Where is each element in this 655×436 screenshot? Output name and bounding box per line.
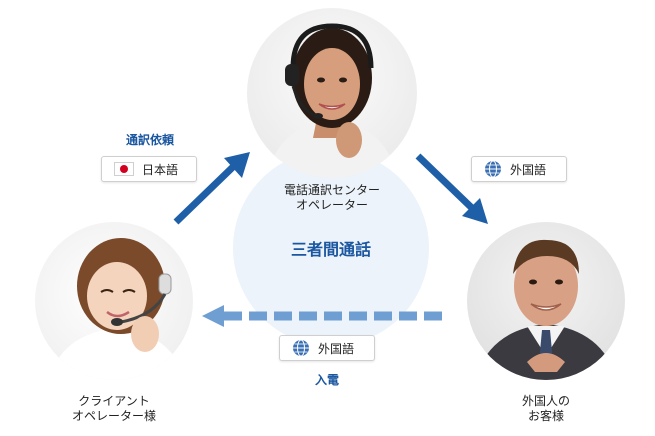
client-label-line2: オペレーター様 xyxy=(71,409,156,423)
japan-flag-icon xyxy=(114,162,134,176)
client-label-line1: クライアント xyxy=(78,394,150,408)
foreign-language-tag-top-label: 外国語 xyxy=(510,162,547,177)
operator-label: 電話通訳センター オペレーター xyxy=(257,183,407,213)
japanese-tag: 日本語 xyxy=(101,156,197,182)
client-operator-photo xyxy=(35,222,193,380)
globe-icon xyxy=(293,339,309,357)
foreign-customer-label-line2: お客様 xyxy=(527,409,564,423)
incoming-call-label: 入電 xyxy=(314,373,339,387)
interpretation-request-label: 通訳依頼 xyxy=(125,133,174,147)
foreign-customer-illustration xyxy=(475,239,617,380)
operator-illustration xyxy=(267,23,397,178)
foreign-customer-photo xyxy=(467,222,625,380)
japanese-tag-label: 日本語 xyxy=(142,162,179,177)
request-arrow xyxy=(173,152,250,225)
foreign-customer-label-line1: 外国人の xyxy=(521,394,570,408)
operator-label-line1: 電話通訳センター xyxy=(283,183,380,197)
relay-arrow xyxy=(415,153,488,224)
client-label: クライアント オペレーター様 xyxy=(39,394,189,424)
foreign-language-tag-bottom-label: 外国語 xyxy=(318,341,355,356)
operator-photo xyxy=(247,8,417,178)
incoming-dashed-arrow xyxy=(202,305,442,327)
foreign-language-tag-bottom: 外国語 xyxy=(279,335,375,361)
foreign-customer-label: 外国人の お客様 xyxy=(471,394,621,424)
three-way-call-label: 三者間通話 xyxy=(290,240,371,259)
operator-label-line2: オペレーター xyxy=(295,198,368,212)
client-illustration xyxy=(49,238,185,380)
foreign-language-tag-top: 外国語 xyxy=(471,156,567,182)
globe-icon xyxy=(485,160,501,178)
